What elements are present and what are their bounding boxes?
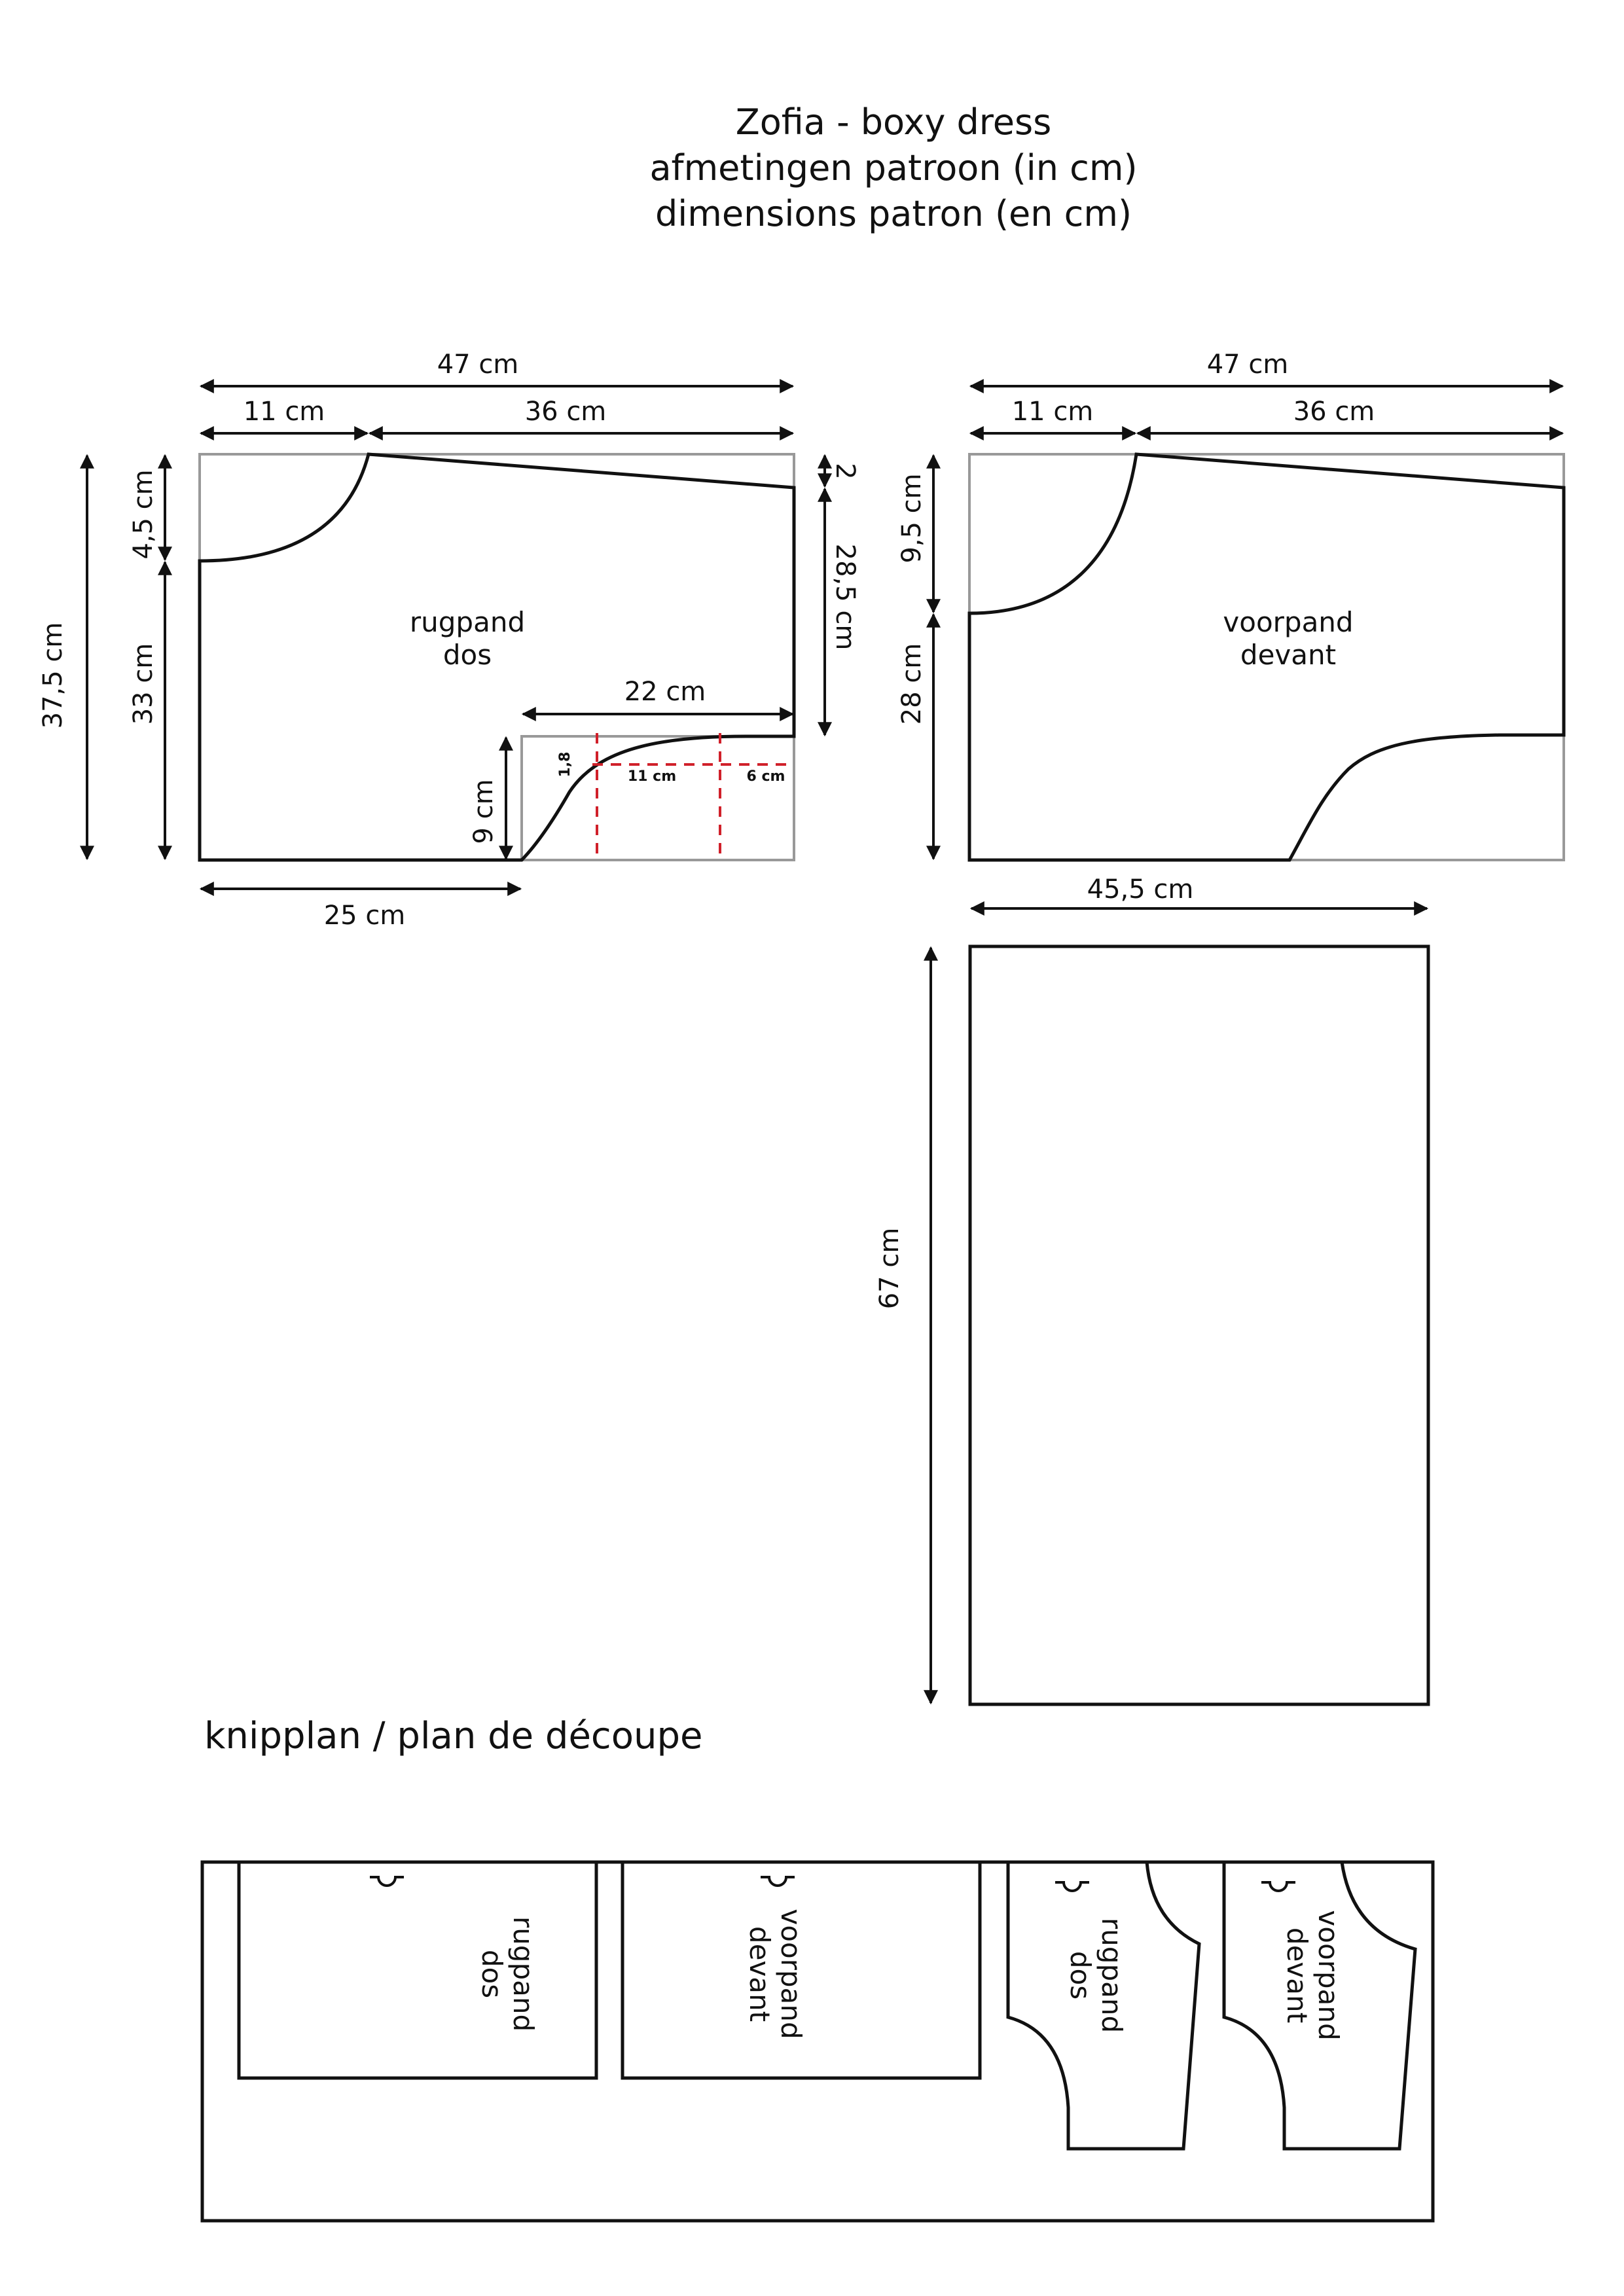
back-neck-depth-label: 4,5 cm (128, 469, 158, 559)
title-line-2: afmetingen patroon (in cm) (649, 147, 1138, 188)
front-piece: 47 cm 11 cm 36 cm 9,5 cm 28 cm voorpand … (897, 350, 1566, 862)
cutting-plan-heading: knipplan / plan de découpe (204, 1715, 703, 1757)
back-name-fr: dos (443, 639, 492, 671)
back-neck-width-label: 11 cm (244, 397, 325, 427)
back-total-height-label: 37,5 cm (38, 622, 68, 729)
skirt-height-label: 67 cm (875, 1228, 905, 1310)
cut-piece-3-line2: dos (1064, 1951, 1096, 2000)
back-armhole-width-label: 22 cm (624, 677, 706, 707)
front-width-total-label: 47 cm (1207, 350, 1289, 380)
back-armhole-guide-rect (520, 735, 795, 861)
back-shoulder-drop-label: 2 (830, 463, 860, 479)
fold-mark-3 (1055, 1881, 1089, 1892)
skirt-outline (968, 944, 1430, 1706)
fold-mark-4 (1261, 1881, 1295, 1892)
skirt-piece: 45,5 cm 67 cm (875, 874, 1430, 1706)
front-name-fr: devant (1240, 639, 1336, 671)
cut-piece-4 (1222, 1861, 1417, 2151)
skirt-width-label: 45,5 cm (1087, 874, 1194, 905)
cut-piece-2 (621, 1860, 982, 2080)
cut-piece-4-line2: devant (1281, 1928, 1313, 2023)
cut-piece-2-line2: devant (744, 1926, 776, 2022)
cut-piece-4-line1: voorpand (1312, 1910, 1344, 2040)
back-armhole-inner-label: 1,8 (557, 752, 573, 778)
fabric-outline (200, 1860, 1435, 2223)
cut-piece-2-line1: voorpand (775, 1909, 807, 2039)
cutting-plan: rugpand dos voorpand devant rugpand dos … (200, 1860, 1435, 2223)
title-line-3: dimensions patron (en cm) (655, 193, 1132, 234)
fold-mark-1 (370, 1876, 404, 1887)
front-neck-width-label: 11 cm (1012, 397, 1094, 427)
front-outline (967, 452, 1566, 862)
back-armhole-mid-label: 11 cm (628, 768, 676, 785)
back-body-height-label: 33 cm (128, 643, 158, 725)
back-armhole-end-label: 6 cm (747, 768, 785, 785)
front-body-height-label: 28 cm (897, 643, 927, 725)
title-line-1: Zofia - boxy dress (735, 101, 1052, 143)
back-name-nl: rugpand (410, 606, 525, 638)
back-hem-label: 25 cm (324, 901, 406, 931)
back-shoulder-width-label: 36 cm (525, 397, 607, 427)
back-armhole-height-label: 9 cm (469, 779, 499, 844)
front-neck-depth-label: 9,5 cm (897, 473, 927, 563)
cut-piece-1-line1: rugpand (507, 1916, 539, 2032)
front-shoulder-width-label: 36 cm (1293, 397, 1375, 427)
cut-piece-3 (1006, 1861, 1201, 2151)
back-piece: 47 cm 11 cm 36 cm 37,5 cm 4,5 cm 33 cm 2… (38, 350, 860, 931)
cut-piece-1-line2: dos (476, 1950, 508, 1998)
back-outline (198, 452, 796, 862)
cut-piece-1 (237, 1860, 598, 2080)
front-name-nl: voorpand (1223, 606, 1353, 638)
back-width-total-label: 47 cm (437, 350, 519, 380)
fold-mark-2 (761, 1876, 795, 1887)
cut-piece-3-line1: rugpand (1096, 1918, 1128, 2033)
back-side-height-label: 28,5 cm (830, 544, 860, 651)
